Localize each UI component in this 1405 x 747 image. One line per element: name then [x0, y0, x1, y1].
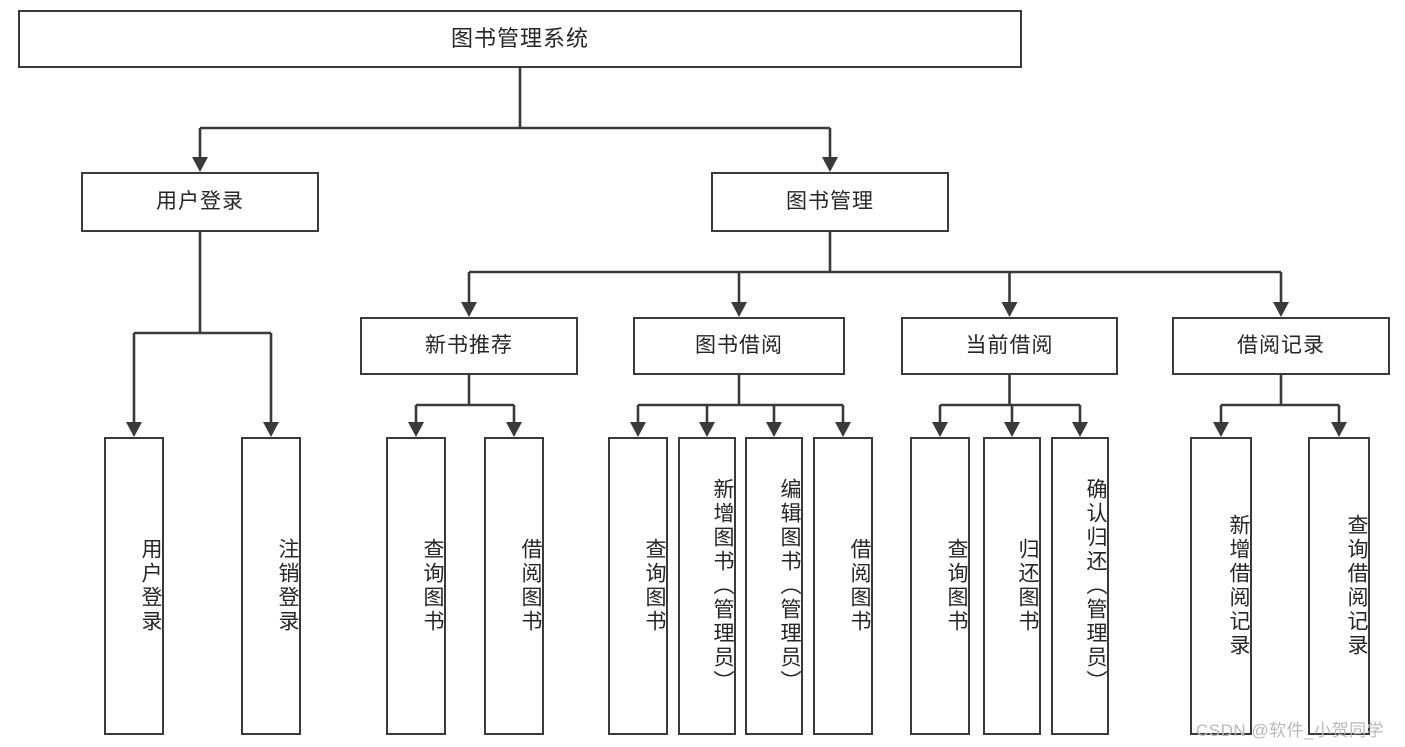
- node-label: 借阅记录: [1237, 334, 1325, 358]
- node-label: 查询图书: [945, 538, 968, 634]
- leaf-node-2[interactable]: 查询图书: [386, 437, 446, 735]
- leaf-node-11[interactable]: 新增借阅记录: [1190, 437, 1252, 735]
- node-label: 图书管理系统: [450, 25, 589, 51]
- leaf-node-8[interactable]: 查询图书: [910, 437, 970, 735]
- level2-node-3[interactable]: 借阅记录: [1172, 317, 1390, 375]
- leaf-node-3[interactable]: 借阅图书: [484, 437, 544, 735]
- root-node-book-management-system[interactable]: 图书管理系统: [18, 10, 1022, 68]
- node-label: 借阅图书: [848, 538, 871, 634]
- leaf-node-9[interactable]: 归还图书: [983, 437, 1041, 735]
- node-label: 查询借阅记录: [1345, 514, 1368, 658]
- node-label: 新增借阅记录: [1227, 514, 1250, 658]
- leaf-node-1[interactable]: 注销登录: [241, 437, 301, 735]
- node-label: 编辑图书（管理员）: [778, 478, 801, 694]
- node-label: 用户登录: [156, 190, 244, 214]
- level1-node-0[interactable]: 用户登录: [81, 172, 319, 232]
- leaf-node-6[interactable]: 编辑图书（管理员）: [745, 437, 803, 735]
- leaf-node-5[interactable]: 新增图书（管理员）: [678, 437, 736, 735]
- leaf-node-12[interactable]: 查询借阅记录: [1308, 437, 1370, 735]
- node-label: 新书推荐: [425, 334, 513, 358]
- node-label: 当前借阅: [965, 334, 1054, 358]
- leaf-node-7[interactable]: 借阅图书: [813, 437, 873, 735]
- leaf-node-4[interactable]: 查询图书: [608, 437, 668, 735]
- node-label: 查询图书: [421, 538, 444, 634]
- level2-node-2[interactable]: 当前借阅: [901, 317, 1118, 375]
- node-label: 用户登录: [139, 538, 162, 634]
- node-label: 注销登录: [276, 538, 299, 634]
- node-label: 图书管理: [786, 190, 874, 214]
- node-label: 借阅图书: [519, 538, 542, 634]
- node-label: 归还图书: [1016, 538, 1039, 634]
- leaf-node-0[interactable]: 用户登录: [104, 437, 164, 735]
- leaf-node-10[interactable]: 确认归还（管理员）: [1051, 437, 1109, 735]
- node-label: 图书借阅: [695, 334, 783, 358]
- node-label: 查询图书: [643, 538, 666, 634]
- node-label: 确认归还（管理员）: [1084, 478, 1107, 694]
- level1-node-1[interactable]: 图书管理: [711, 172, 949, 232]
- level2-node-1[interactable]: 图书借阅: [633, 317, 845, 375]
- level2-node-0[interactable]: 新书推荐: [360, 317, 578, 375]
- node-label: 新增图书（管理员）: [711, 478, 734, 694]
